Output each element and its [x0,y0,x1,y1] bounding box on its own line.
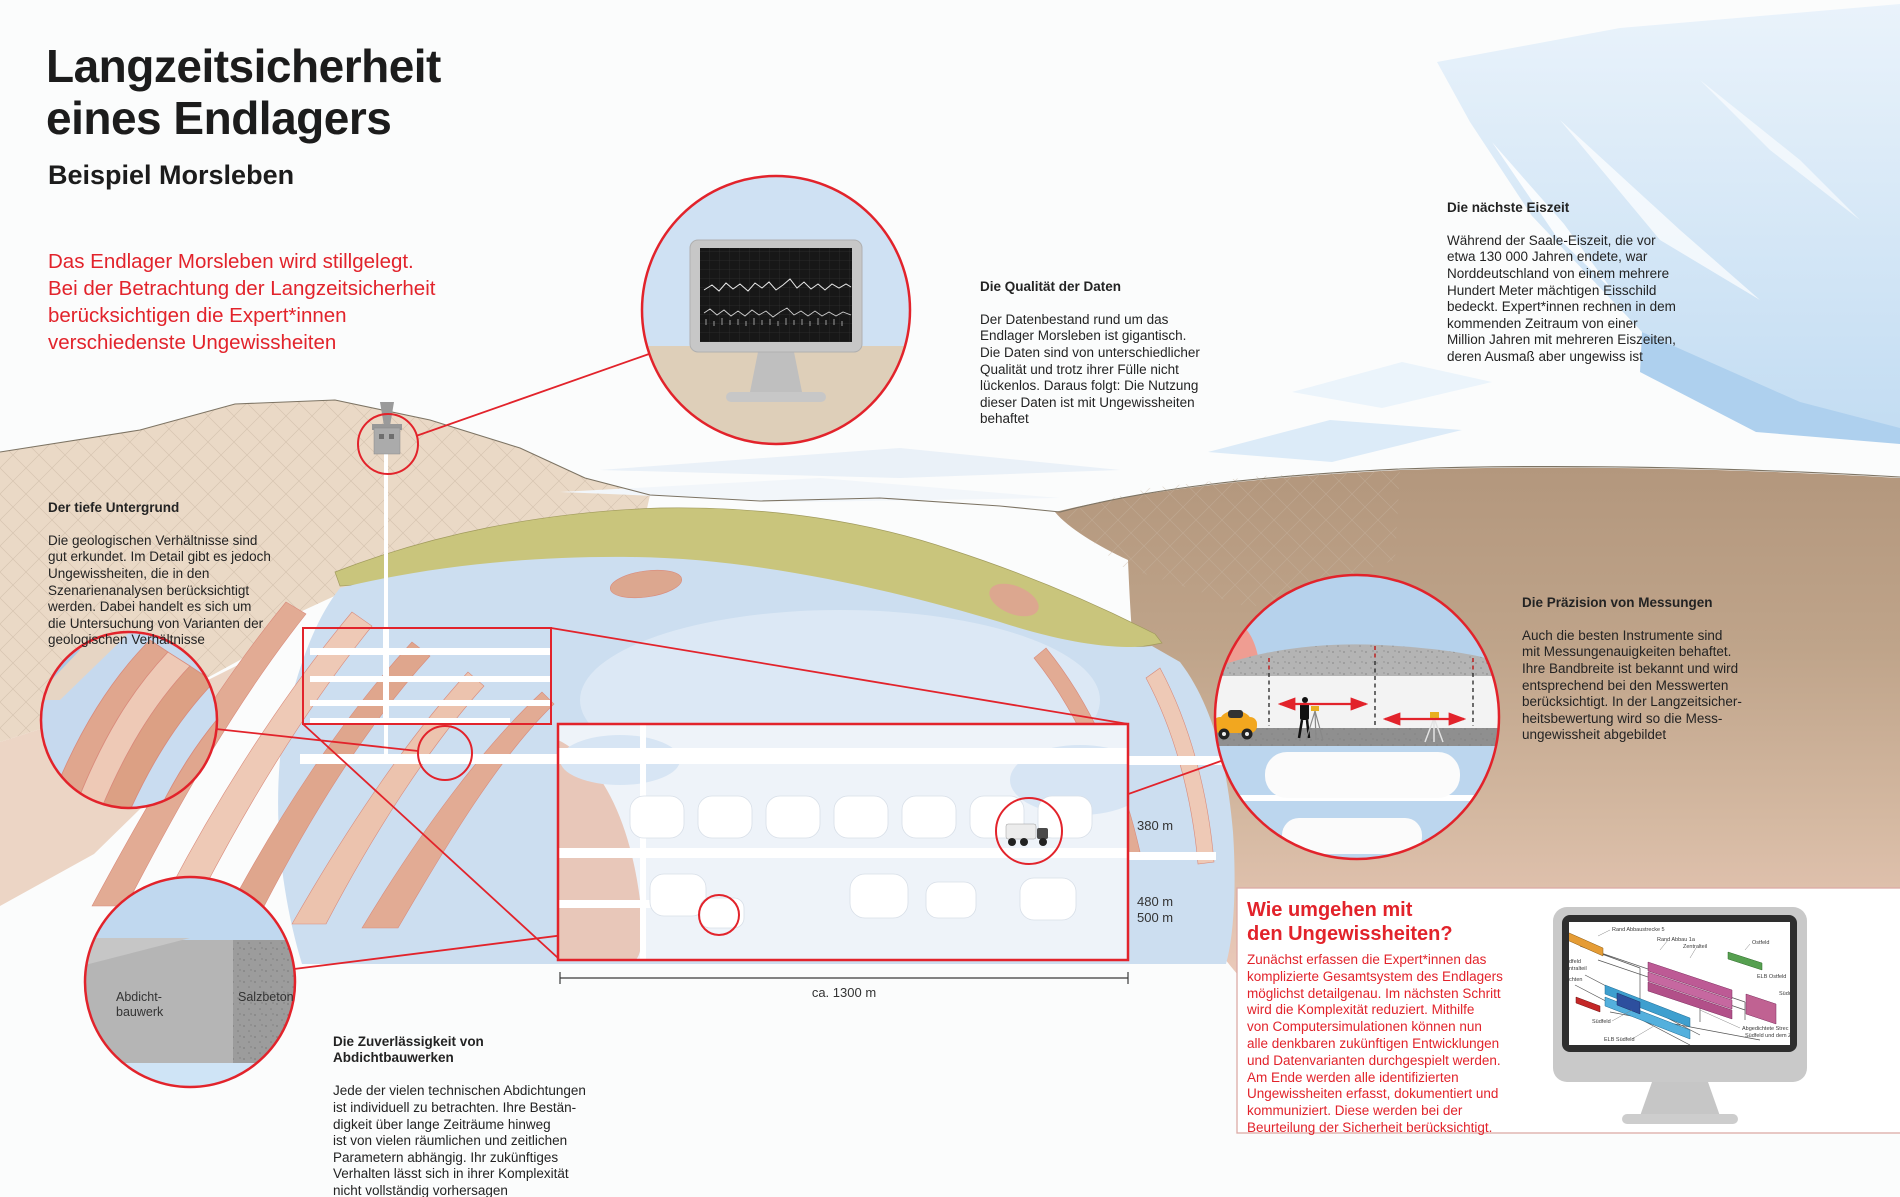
mine-detail-box [556,722,1130,962]
highlight-circle-truck [995,797,1063,865]
annotation-body: Jede der vielen technischen Abdichtungen… [333,1083,586,1197]
annotation-praezision: Die Präzision von Messungen Auch die bes… [1522,578,1762,761]
page-subtitle: Beispiel Morsleben [48,160,295,190]
mine-3d-model: Rand Abbaustrecke 5 Rand Abbau 1a Zentra… [1569,927,1795,1045]
annotation-heading: Die nächste Eiszeit [1447,199,1570,215]
screen-label: Südfeld und dem Ze [1745,1033,1795,1039]
annotation-heading: Die Qualität der Daten [980,278,1122,294]
depth-label-480: 480 m [1137,894,1174,909]
annotation-heading: Die Zuverlässigkeit von Abdichtbauwerken [333,1033,484,1066]
car-icon [1215,710,1257,740]
annotation-body: Während der Saale-Eiszeit, die vor etwa … [1447,232,1676,364]
screen-label: ELB Ostfeld [1757,974,1786,980]
measurement-arrows [1277,697,1467,726]
mine-truck-icon [1005,823,1048,846]
highlight-circle-seal [698,894,740,936]
depth-label-380: 380 m [1137,818,1174,833]
waste-containers [629,795,1093,929]
abdichtbauwerk-label: Abdicht- bauwerk [116,990,164,1019]
screen-label: Südfeld [1592,1019,1611,1025]
panel-body: Zunächst erfassen die Expert*innen das k… [1247,952,1503,1135]
screen-label: ntralteil [1569,966,1587,972]
annotation-body: Der Datenbestand rund um das Endlager Mo… [980,311,1200,427]
annotation-body: Die geologischen Verhältnisse sind gut e… [48,532,271,648]
data-monitor-callout [640,174,912,446]
screen-label: Abgedichtete Strec [1742,1026,1789,1032]
uncertainty-panel: Rand Abbaustrecke 5 Rand Abbau 1a Zentra… [1236,887,1900,1134]
scale-label: ca. 1300 m [811,985,877,1000]
scale-line [559,972,1129,984]
geology-zoom-callout [39,630,219,810]
annotation-heading: Die Präzision von Messungen [1522,594,1713,610]
annotation-untergrund: Der tiefe Untergrund Die geologischen Ve… [48,483,293,666]
simulation-monitor: Rand Abbaustrecke 5 Rand Abbau 1a Zentra… [1553,907,1807,1124]
panel-heading: Wie umgehen mit den Ungewissheiten? [1247,899,1453,945]
screen-label: Rand Abbau 1a [1657,937,1696,943]
page-title: Langzeitsicherheit eines Endlagers [46,40,441,144]
annotation-body: Auch die besten Instrumente sind mit Mes… [1522,627,1742,743]
highlight-circle-derrick [357,413,419,475]
zoom-source-rect [302,627,552,725]
screen-label: chten [1569,977,1582,983]
screen-label: Ostfeld [1752,940,1769,946]
screen-label: ELB Südfeld [1604,1037,1635,1043]
screen-label: Rand Abbaustrecke 5 [1612,927,1665,933]
glacier-ice [1208,4,1900,462]
intro-text: Das Endlager Morsleben wird stillgelegt.… [48,250,436,354]
depth-label-500: 500 m [1137,910,1174,925]
screen-label: dfeld [1569,959,1581,965]
borehole-line [384,452,388,758]
annotation-zuverlaessigkeit: Die Zuverlässigkeit von Abdichtbauwerken… [333,1017,603,1197]
anhydrite-bands [91,569,1215,929]
annotation-heading: Der tiefe Untergrund [48,499,180,515]
annotation-qualitaet: Die Qualität der Daten Der Datenbestand … [980,262,1215,445]
borehole-derrick [372,402,402,758]
highlight-circle-geology [417,725,473,781]
annotation-eiszeit: Die nächste Eiszeit Während der Saale-Ei… [1447,183,1692,382]
screen-label: Zentralteil [1683,944,1707,950]
salzbeton-label: Salzbeton [238,990,294,1004]
screen-label: Südo [1779,991,1792,997]
